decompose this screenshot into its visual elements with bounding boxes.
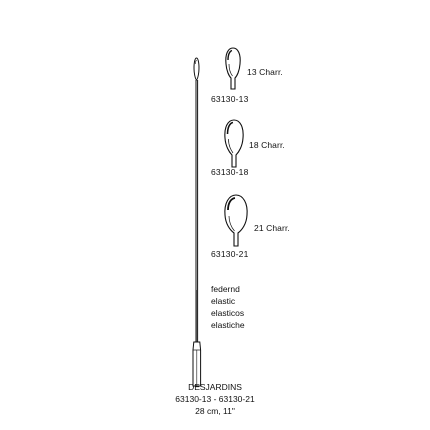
property-federnd: federnd bbox=[211, 284, 240, 294]
property-elasticos: elasticos bbox=[211, 308, 245, 318]
product-code-range: 63130-13 - 63130-21 bbox=[175, 394, 255, 404]
olive-tip-21-icon bbox=[224, 194, 248, 247]
product-length: 28 cm, 11" bbox=[195, 406, 235, 416]
tip-size-18: 18 Charr. bbox=[249, 140, 285, 150]
tip-size-21: 21 Charr. bbox=[254, 223, 290, 233]
tip-code-13: 63130-13 bbox=[211, 94, 249, 104]
olive-tip-18-icon bbox=[224, 119, 244, 168]
tip-size-13: 13 Charr. bbox=[247, 67, 283, 77]
product-name: DESJARDINS bbox=[188, 382, 242, 392]
tip-code-18: 63130-18 bbox=[211, 167, 249, 177]
tip-code-21: 63130-21 bbox=[211, 249, 249, 259]
olive-tip-13-icon bbox=[225, 47, 241, 90]
property-elastiche: elastiche bbox=[211, 320, 245, 330]
property-elastic: elastic bbox=[211, 296, 236, 306]
